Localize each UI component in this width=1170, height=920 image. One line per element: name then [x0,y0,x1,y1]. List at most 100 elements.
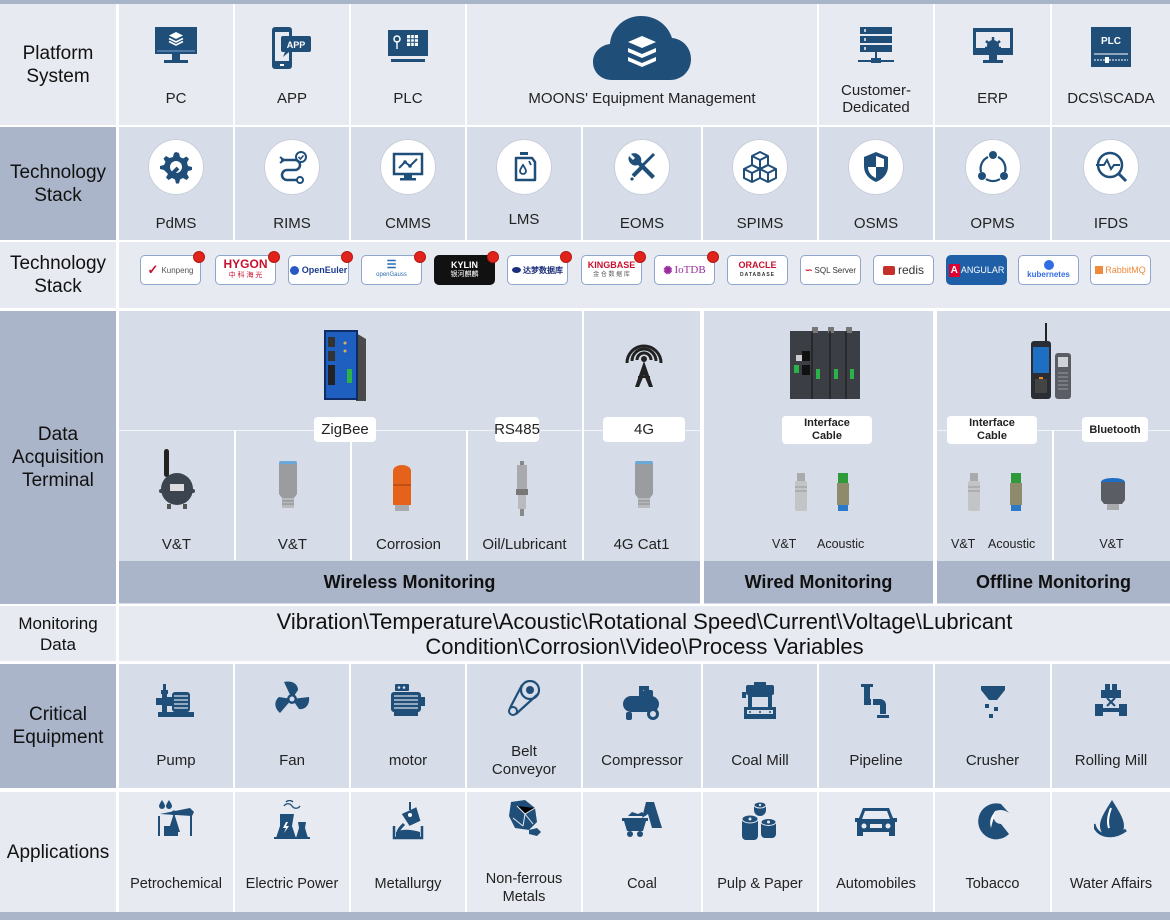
route-check-icon [264,139,320,195]
platform-moons-equipment-management: MOONS' Equipment Management [467,4,817,125]
platform-dcs-scada: PLC DCS\SCADA [1052,4,1170,125]
china-flag-icon [341,251,353,263]
zigbee-gateway-device [323,329,369,406]
logo-kubernetes: kubernetes [1018,255,1079,285]
equipment-coal-mill: Coal Mill [703,664,817,788]
tag-bluetooth: Bluetooth [1082,417,1148,442]
tools-icon [614,139,670,195]
equipment-fan: Fan [235,664,349,788]
ladle-icon [392,802,424,845]
cell-tower-icon [624,341,664,392]
application-metallurgy: Metallurgy [351,792,465,912]
gear-wrench-icon [148,139,204,195]
bluetooth-vt-sensor-icon [1100,478,1126,515]
band-wired-monitoring: Wired Monitoring [704,561,933,603]
equipment-compressor: Compressor [583,664,701,788]
monitoring-data-line-2: Condition\Corrosion\Video\Process Variab… [425,633,864,659]
application-tobacco: Tobacco [935,792,1050,912]
logo-openeuler: OpenEuler [288,251,353,285]
svg-text:APP: APP [287,40,306,50]
tag-wired-interface-cable: Interface Cable [782,416,872,444]
system-ifds: IFDS [1052,127,1170,240]
top-border [0,0,1170,4]
equipment-belt-conveyor: Belt Conveyor [467,664,581,788]
coal-mill-icon [742,682,778,725]
row-label-platform: Platform System [0,4,116,125]
row-label-tech-systems: Technology Stack [0,127,116,240]
technology-systems-row: Technology Stack PdMS RIMS CMMS LMS EOMS… [0,127,1170,240]
rolling-mill-icon [1095,684,1127,725]
offline-acoustic-sensor-icon [1009,473,1023,516]
logo-redis: redis [873,255,934,285]
platform-plc: PLC [351,4,465,125]
handheld-collector-device [1027,323,1075,406]
monitoring-data-line-1: Vibration\Temperature\Acoustic\Rotationa… [276,608,1013,634]
application-electric-power: Electric Power [235,792,349,912]
bottom-border [0,912,1170,920]
cubes-icon [732,139,788,195]
china-flag-icon [707,251,719,263]
china-flag-icon [414,251,426,263]
vt-sensor-icon [278,461,298,516]
offline-vt-sensor-icon [967,473,981,516]
application-pulp-paper: Pulp & Paper [703,792,817,912]
pump-icon [156,684,196,723]
equipment-rolling-mill: Rolling Mill [1052,664,1170,788]
ore-icon [507,800,541,843]
monitoring-data-row: Monitoring Data Vibration\Temperature\Ac… [0,606,1170,661]
application-coal: Coal [583,792,701,912]
logo-dameng: 达梦数据库 [507,251,572,285]
china-flag-icon [487,251,499,263]
monitor-gear-icon [972,26,1014,71]
logo-iotdb: ✺IoTDB [654,251,719,285]
water-drop-icon [1092,800,1128,847]
system-eoms: EOMS [583,127,701,240]
platform-pc: PC [119,4,233,125]
system-osms: OSMS [819,127,933,240]
paper-rolls-icon [741,801,778,847]
band-wireless-monitoring: Wireless Monitoring [119,561,700,603]
monitor-layers-icon [154,26,198,71]
platform-customer-dedicated: Customer- Dedicated [819,4,933,125]
oil-pump-icon [156,800,196,843]
equipment-crusher: Crusher [935,664,1050,788]
row-label-dat: Data Acquisition Terminal [0,311,116,604]
power-plant-icon [274,799,310,845]
car-icon [855,806,897,845]
wired-daq-device [788,325,862,408]
logo-kunpeng: ✓Kunpeng [140,251,205,285]
system-pdms: PdMS [119,127,233,240]
tobacco-leaf-icon [973,800,1013,845]
row-label-applications: Applications [0,792,116,912]
offline-block: Interface Cable Bluetooth V&T Acoustic V… [937,311,1170,604]
equipment-pump: Pump [119,664,233,788]
application-non-ferrous-metals: Non-ferrous Metals [467,792,581,912]
band-offline-monitoring: Offline Monitoring [937,561,1170,603]
wired-block: Interface Cable V&T Acoustic Wired Monit… [704,311,933,604]
shield-icon [848,139,904,195]
tag-rs485: RS485 [494,417,540,442]
oil-can-icon [496,139,552,195]
system-cmms: CMMS [351,127,465,240]
mobile-app-icon: APP [271,26,313,75]
mine-cart-icon [622,802,662,845]
belt-conveyor-icon [507,679,541,723]
application-automobiles: Automobiles [819,792,933,912]
equipment-motor: motor [351,664,465,788]
search-pulse-icon [1083,139,1139,195]
china-flag-icon [560,251,572,263]
motor-icon [390,684,426,723]
oil-sensor-icon [515,461,529,522]
logo-opengauss: ☰openGauss [361,251,426,285]
tag-4g: 4G [603,417,685,442]
plc-slider-icon: PLC [1090,26,1132,73]
equipment-pipeline: Pipeline [819,664,933,788]
cloud-database-icon [592,14,692,85]
cycle-nodes-icon [964,139,1021,195]
applications-row: Applications Petrochemical Electric Powe… [0,792,1170,912]
